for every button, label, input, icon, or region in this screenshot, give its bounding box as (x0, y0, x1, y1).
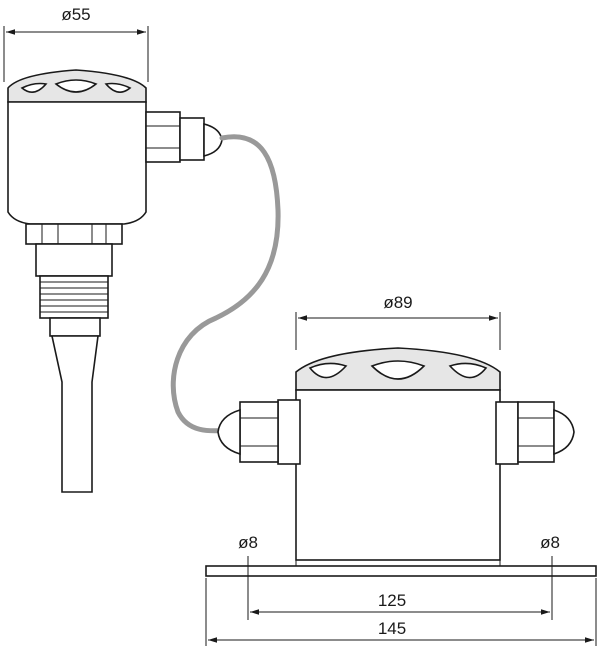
base-plate (205, 565, 597, 577)
junction-body (295, 389, 501, 561)
base-dimensions: ø8 ø8 125 145 (205, 533, 597, 646)
sensor-housing (7, 101, 147, 225)
sensor-gland (145, 111, 181, 163)
dim-junction-diameter: ø89 (383, 293, 412, 312)
connecting-cable (170, 134, 281, 434)
dim-base-width: 145 (378, 619, 406, 638)
dim-hole-left: ø8 (238, 533, 258, 552)
junction-gland-left (217, 399, 301, 465)
junction-gland-right (495, 401, 575, 465)
probe (51, 335, 99, 493)
sensor-head: ø55 (3, 5, 223, 493)
dim-top-diameter: ø55 (61, 5, 90, 24)
dim-hole-spacing: 125 (378, 591, 406, 610)
dim-hole-right: ø8 (540, 533, 560, 552)
junction-box: ø89 (205, 293, 597, 577)
